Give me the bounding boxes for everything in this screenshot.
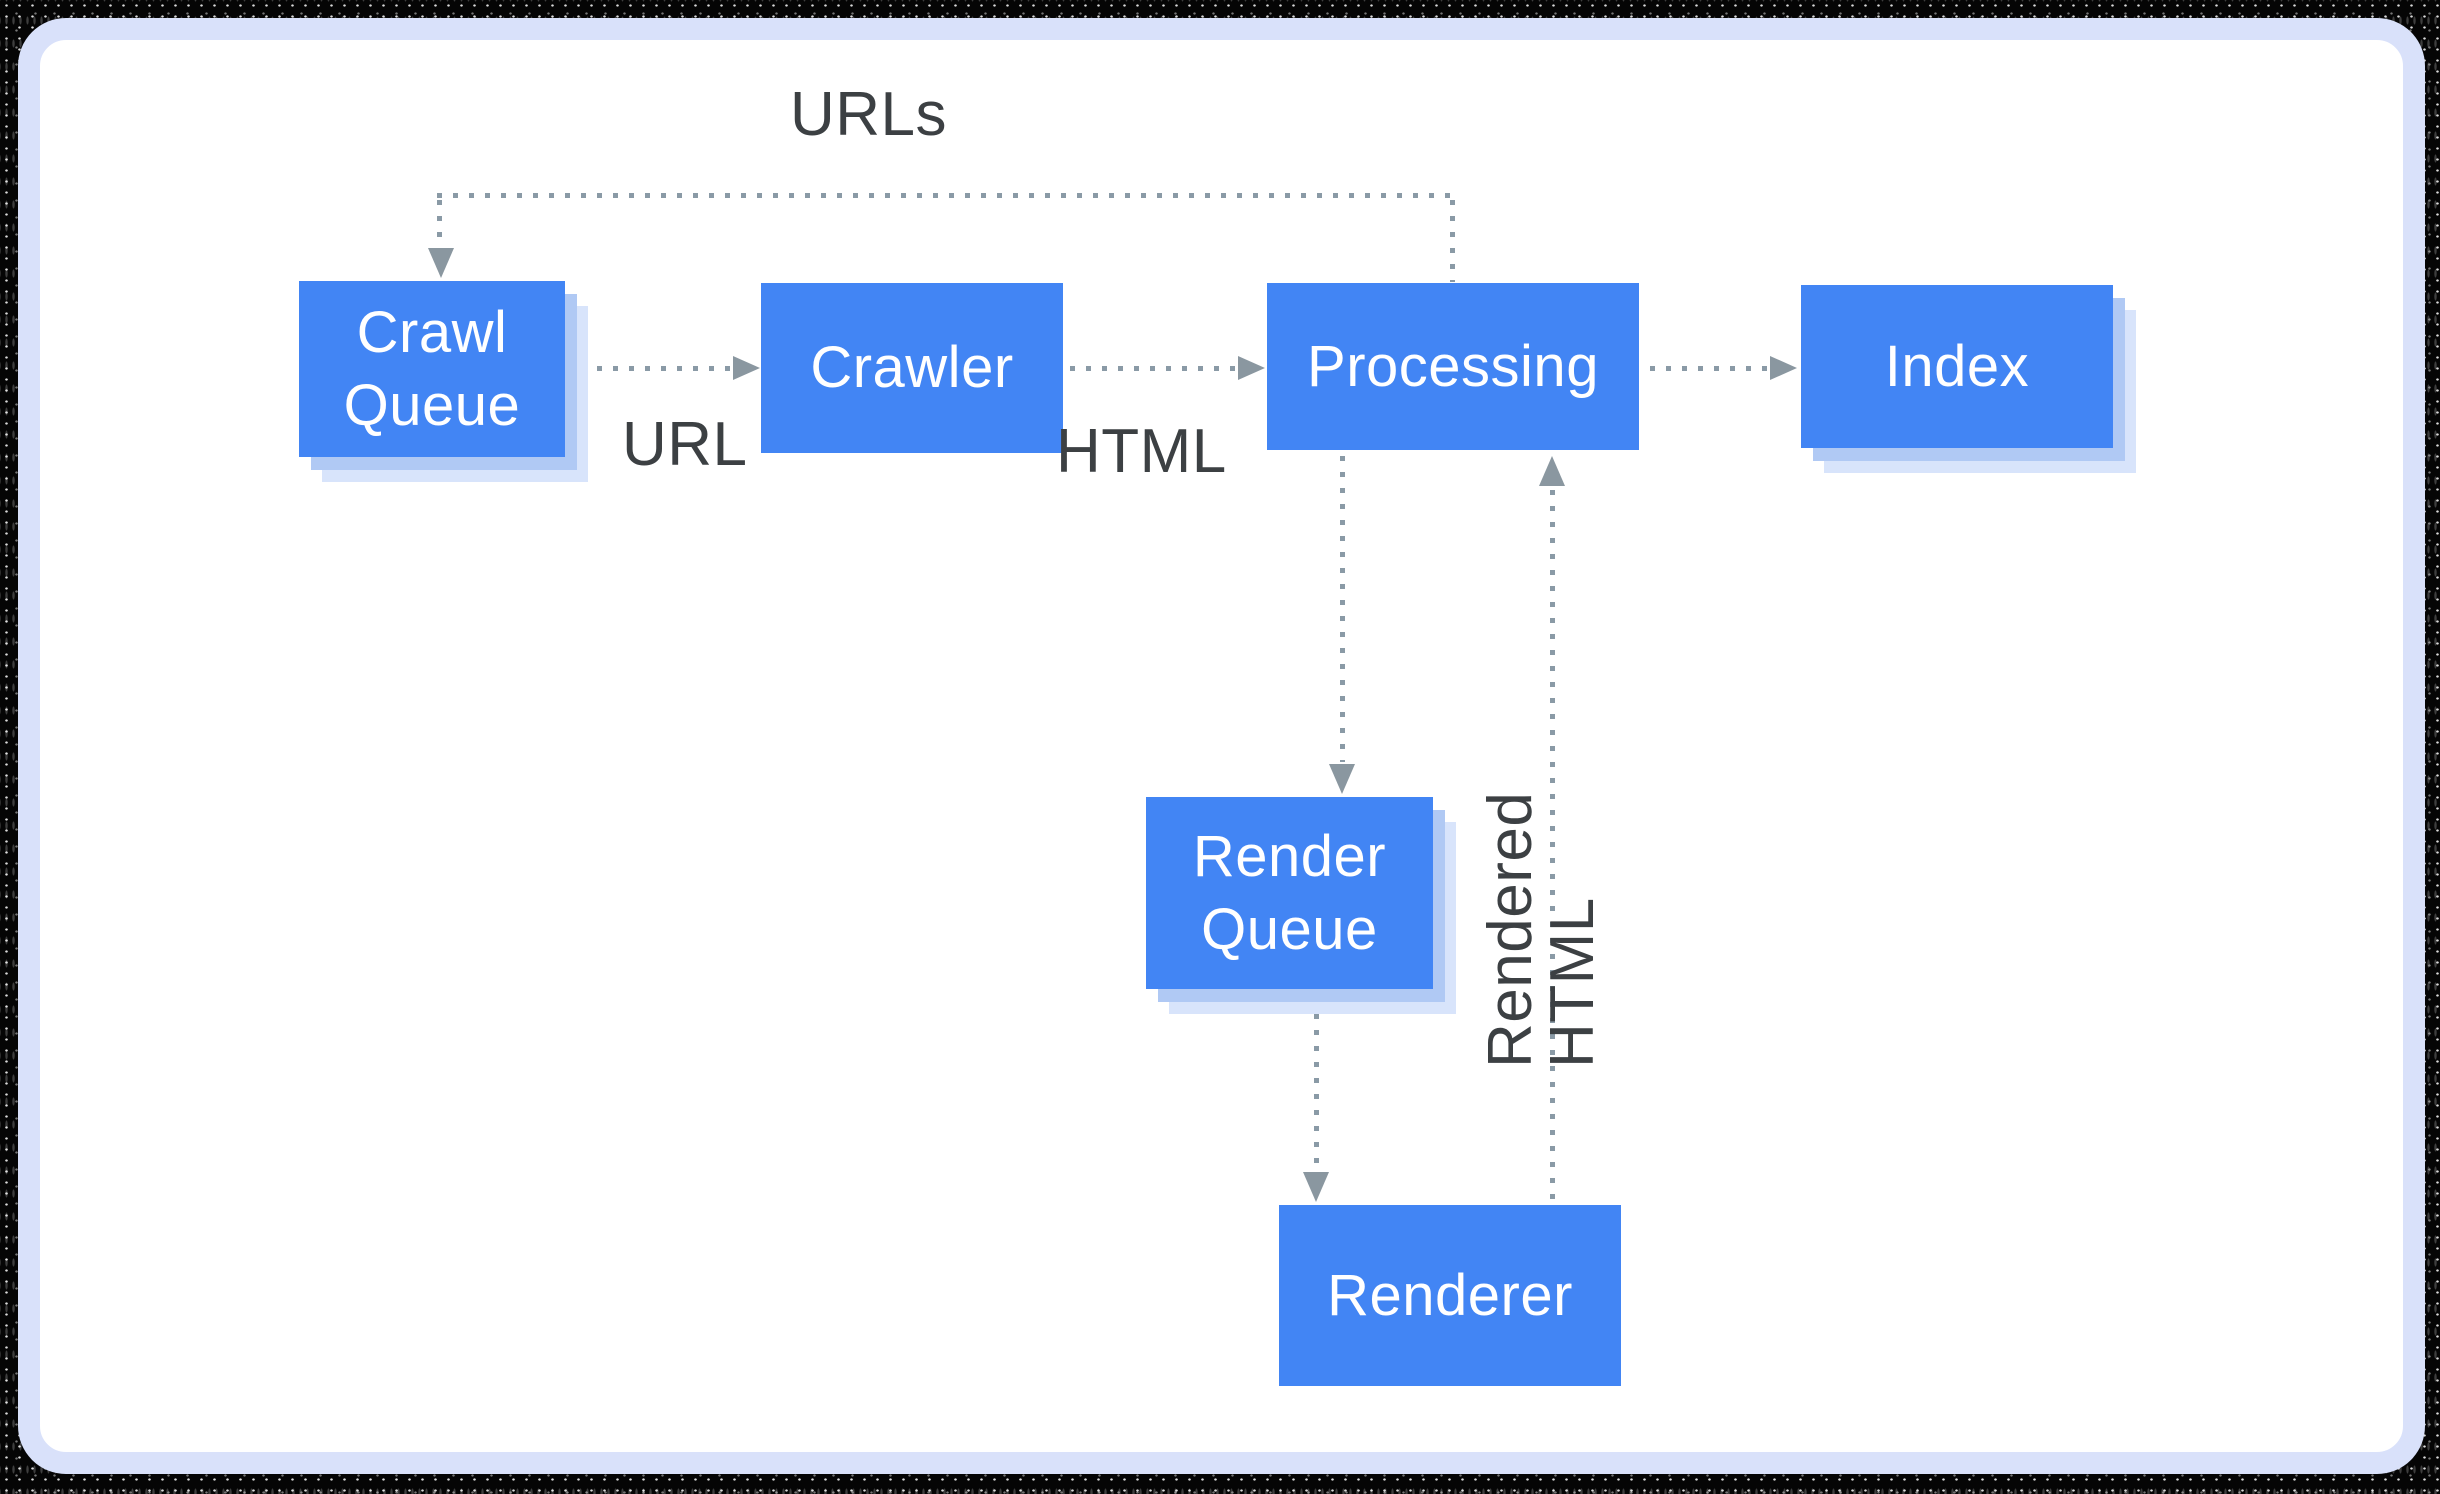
node-renderer-label: Renderer xyxy=(1327,1262,1573,1328)
diagram-card xyxy=(18,18,2425,1474)
node-crawl-queue: Crawl Queue xyxy=(299,281,565,457)
label-rendered-html: Rendered HTML xyxy=(1476,791,1607,1068)
edge-processing-to-crawl-queue-line-top xyxy=(437,193,1455,198)
node-index-label: Index xyxy=(1884,333,2030,399)
edge-crawl-queue-to-crawler-line xyxy=(597,366,735,371)
edge-render-queue-to-renderer-line xyxy=(1314,998,1319,1170)
node-renderer: Renderer xyxy=(1279,1205,1621,1386)
node-processing: Processing xyxy=(1267,283,1639,450)
arrowhead-into-crawler-icon xyxy=(733,356,760,380)
edge-processing-to-render-queue-line xyxy=(1340,456,1345,762)
edge-processing-to-index-line xyxy=(1650,366,1768,371)
node-render-queue-label: Render Queue xyxy=(1192,823,1387,962)
node-index: Index xyxy=(1801,285,2113,448)
edge-crawler-to-processing-line xyxy=(1070,366,1236,371)
edge-processing-to-crawl-queue-line-left xyxy=(437,200,442,246)
arrowhead-into-renderer-icon xyxy=(1303,1172,1329,1202)
edge-renderer-to-processing-line xyxy=(1550,490,1555,1200)
arrowhead-into-index-icon xyxy=(1770,356,1797,380)
label-html: HTML xyxy=(1056,417,1227,486)
node-crawler: Crawler xyxy=(761,283,1063,453)
arrowhead-into-crawl-queue-icon xyxy=(428,248,454,278)
arrowhead-into-processing-icon xyxy=(1238,356,1265,380)
node-crawler-label: Crawler xyxy=(810,335,1014,401)
node-render-queue: Render Queue xyxy=(1146,797,1433,989)
label-urls: URLs xyxy=(790,80,948,149)
label-url: URL xyxy=(622,410,748,479)
node-processing-label: Processing xyxy=(1307,333,1599,399)
arrowhead-up-into-processing-icon xyxy=(1539,456,1565,486)
node-crawl-queue-label: Crawl Queue xyxy=(343,299,521,438)
arrowhead-into-render-queue-icon xyxy=(1329,764,1355,794)
edge-processing-to-crawl-queue-line-right xyxy=(1450,200,1455,282)
